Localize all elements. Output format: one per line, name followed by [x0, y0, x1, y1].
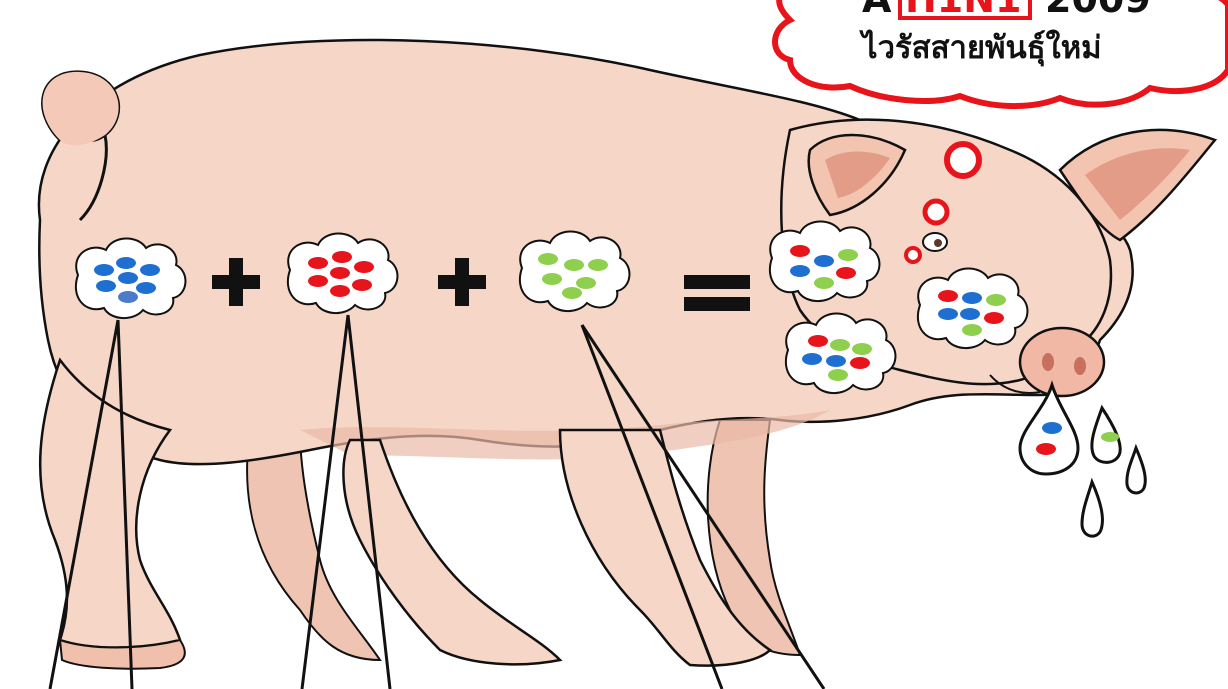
droplet-small-1 [1127, 448, 1145, 493]
virus-red [850, 357, 870, 369]
droplet-virus-green [1101, 432, 1119, 442]
bubble-title-boxed: H1N1 [905, 0, 1022, 21]
virus-green [852, 343, 872, 355]
pig-nostril-right [1074, 357, 1086, 375]
virus-green [986, 294, 1006, 306]
virus-blue [826, 355, 846, 367]
virus-red [308, 257, 328, 269]
virus-red [984, 312, 1004, 324]
virus-blue [960, 308, 980, 320]
virus-green [814, 277, 834, 289]
virus-cluster-icon [786, 313, 896, 393]
bubble-title-suffix: 2009 [1045, 0, 1151, 21]
bubble-title-prefix: A [862, 0, 892, 21]
virus-blue [938, 308, 958, 320]
droplet-virus-red [1036, 443, 1056, 455]
virus-red [308, 275, 328, 287]
virus-cluster-icon [918, 268, 1028, 348]
virus-green [830, 339, 850, 351]
virus-red [808, 335, 828, 347]
virus-blue [814, 255, 834, 267]
virus-blue [116, 257, 136, 269]
virus-cluster-outline [786, 313, 896, 393]
thought-bubble-dot-small [906, 248, 920, 262]
virus-blue [136, 282, 156, 294]
virus-cluster-icon [76, 238, 186, 318]
virus-green [838, 249, 858, 261]
virus-green [576, 277, 596, 289]
virus-blue [140, 264, 160, 276]
pig-snout [1020, 328, 1104, 396]
droplet-icon [1020, 385, 1078, 474]
droplet-virus-blue [1042, 422, 1062, 434]
virus-green [588, 259, 608, 271]
virus-cluster-icon [770, 221, 880, 301]
droplet-icon [1082, 482, 1102, 536]
thought-bubble-dot-large [947, 144, 979, 176]
droplet-icon [1092, 408, 1120, 462]
virus-green [962, 324, 982, 336]
virus-red [790, 245, 810, 257]
virus-blue [96, 280, 116, 292]
virus-blue [94, 264, 114, 276]
droplet-small-2 [1082, 482, 1102, 536]
virus-cluster-icon [288, 233, 398, 313]
pig-illustration [39, 40, 1215, 669]
virus-blue [118, 272, 138, 284]
thought-bubble-dot-medium [925, 201, 947, 223]
virus-red [352, 279, 372, 291]
virus-red [330, 285, 350, 297]
virus-red [836, 267, 856, 279]
virus-blue [790, 265, 810, 277]
virus-green [562, 287, 582, 299]
virus-cluster-icon [520, 231, 630, 311]
virus-red [354, 261, 374, 273]
virus-red [938, 290, 958, 302]
virus-blue [802, 353, 822, 365]
virus-green [564, 259, 584, 271]
pig-nostril-left [1042, 353, 1054, 371]
droplet-icon [1127, 448, 1145, 493]
virus-green [538, 253, 558, 265]
virus-green [828, 369, 848, 381]
virus-blue [962, 292, 982, 304]
virus-blue [118, 291, 138, 303]
virus-green [542, 273, 562, 285]
bubble-subtitle: ไวรัสสายพันธุ์ใหม่ [859, 29, 1102, 67]
virus-red [332, 251, 352, 263]
pig-eye-pupil [934, 239, 942, 247]
virus-red [330, 267, 350, 279]
virus-cluster-outline [520, 231, 630, 311]
